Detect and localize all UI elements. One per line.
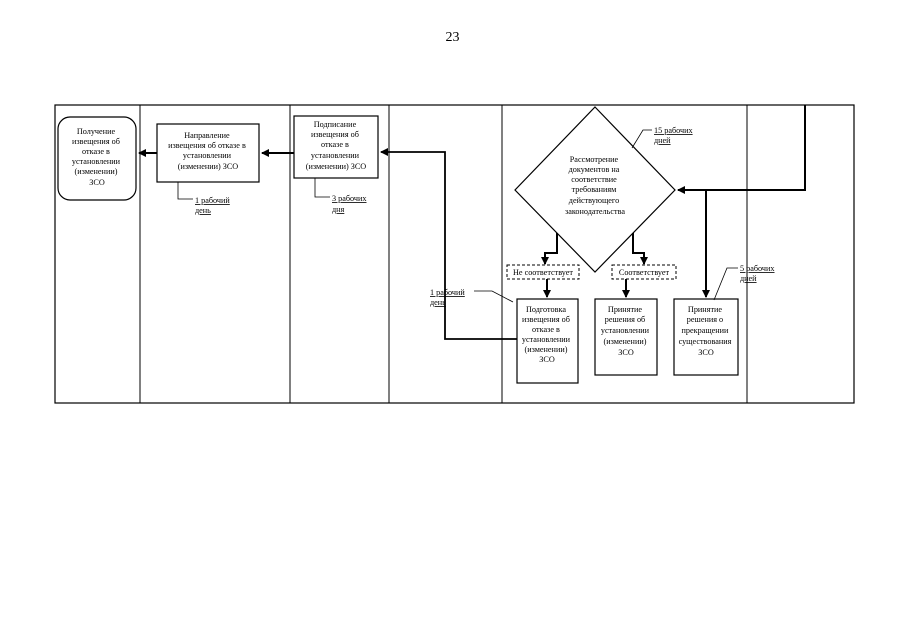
condition-compliant: Соответствует	[611, 264, 677, 280]
callout-three-days-leader	[314, 178, 330, 198]
node-send-notice: Направление извещения об отказе в устано…	[156, 123, 260, 183]
callout-five-days-leader	[713, 267, 738, 301]
svg-text:Получение извещения об: Получение извещения об отказе в установл…	[72, 127, 122, 187]
callout-one-day-b-leader	[474, 290, 514, 303]
callout-fifteen-days-leader	[631, 129, 652, 149]
node-review-decision: Рассмотрение документов на соответствие …	[514, 106, 676, 273]
arrow-review-not-compliant	[541, 233, 558, 265]
svg-text:Принятие решения об: Принятие решения об установлении (измене…	[601, 305, 651, 357]
condition-not-compliant: Не соответствует	[506, 264, 580, 280]
arrow-prepare-to-sign	[380, 148, 517, 340]
svg-text:Подготовка извещения об: Подготовка извещения об отказе в установ…	[522, 305, 572, 364]
arrow-incoming-to-review	[677, 105, 806, 194]
node-sign-notice: Подписание извещения об отказе в установ…	[293, 115, 379, 179]
svg-text:Направление извещения об: Направление извещения об отказе в устано…	[168, 131, 248, 171]
svg-text:Рассмотрение документов: Рассмотрение документов на соответствие …	[565, 155, 625, 216]
svg-text:Подписание извещения об: Подписание извещения об отказе в установ…	[306, 120, 367, 171]
callout-one-day-a-leader	[177, 182, 193, 200]
svg-text:Принятие решения о: Принятие решения о прекращении существов…	[679, 305, 734, 357]
node-prepare-refusal: Подготовка извещения об отказе в установ…	[516, 298, 579, 384]
node-decide-terminate: Принятие решения о прекращении существов…	[673, 298, 739, 376]
node-decide-establish: Принятие решения об установлении (измене…	[594, 298, 658, 376]
svg-text:Соответствует: Соответствует	[619, 268, 670, 277]
page-number: 23	[445, 30, 460, 45]
node-receipt: Получение извещения об отказе в установл…	[57, 116, 137, 201]
connectors	[138, 105, 806, 340]
arrow-review-compliant	[632, 233, 648, 265]
svg-text:Не соответствует: Не соответствует	[513, 268, 573, 277]
